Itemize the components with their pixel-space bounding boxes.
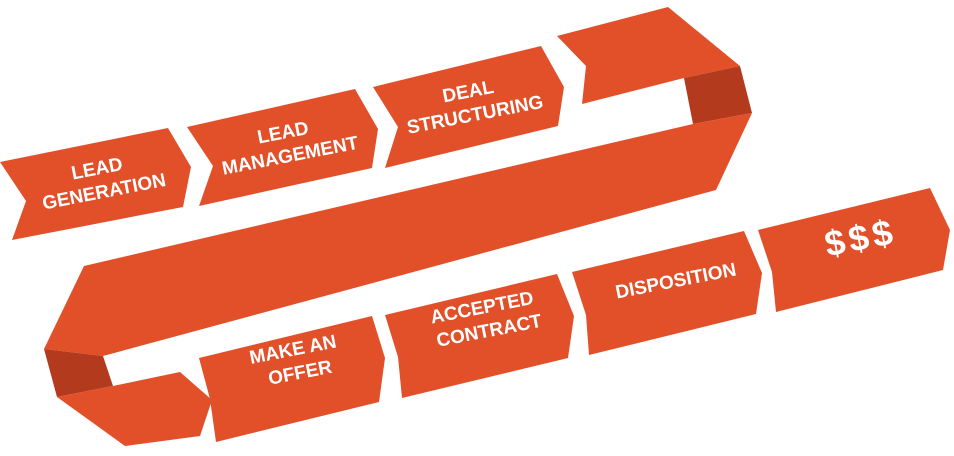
step-lead-management: LEAD MANAGEMENT (187, 89, 378, 206)
step-make-an-offer: MAKE AN OFFER (199, 316, 385, 442)
ribbon-top-end (557, 7, 740, 104)
step-disposition: DISPOSITION (572, 231, 762, 355)
lead-management-arrow (187, 89, 378, 206)
make-an-offer-arrow (199, 316, 385, 442)
ribbon-diagonal-band (44, 113, 752, 356)
step-deal-structuring: DEAL STRUCTURING (373, 46, 564, 168)
deal-structuring-arrow (373, 46, 564, 168)
ribbon-bottom-start (57, 372, 212, 446)
accepted-contract-arrow (385, 274, 574, 398)
step-lead-generation: LEAD GENERATION (0, 128, 191, 240)
ribbon-fold-right (684, 66, 752, 124)
lead-generation-arrow (0, 128, 191, 240)
disposition-arrow (572, 231, 762, 355)
ribbon-fold-left (44, 349, 113, 397)
money-arrow (758, 188, 950, 312)
step-money: $$$ (758, 188, 950, 312)
step-accepted-contract: ACCEPTED CONTRACT (385, 274, 574, 398)
